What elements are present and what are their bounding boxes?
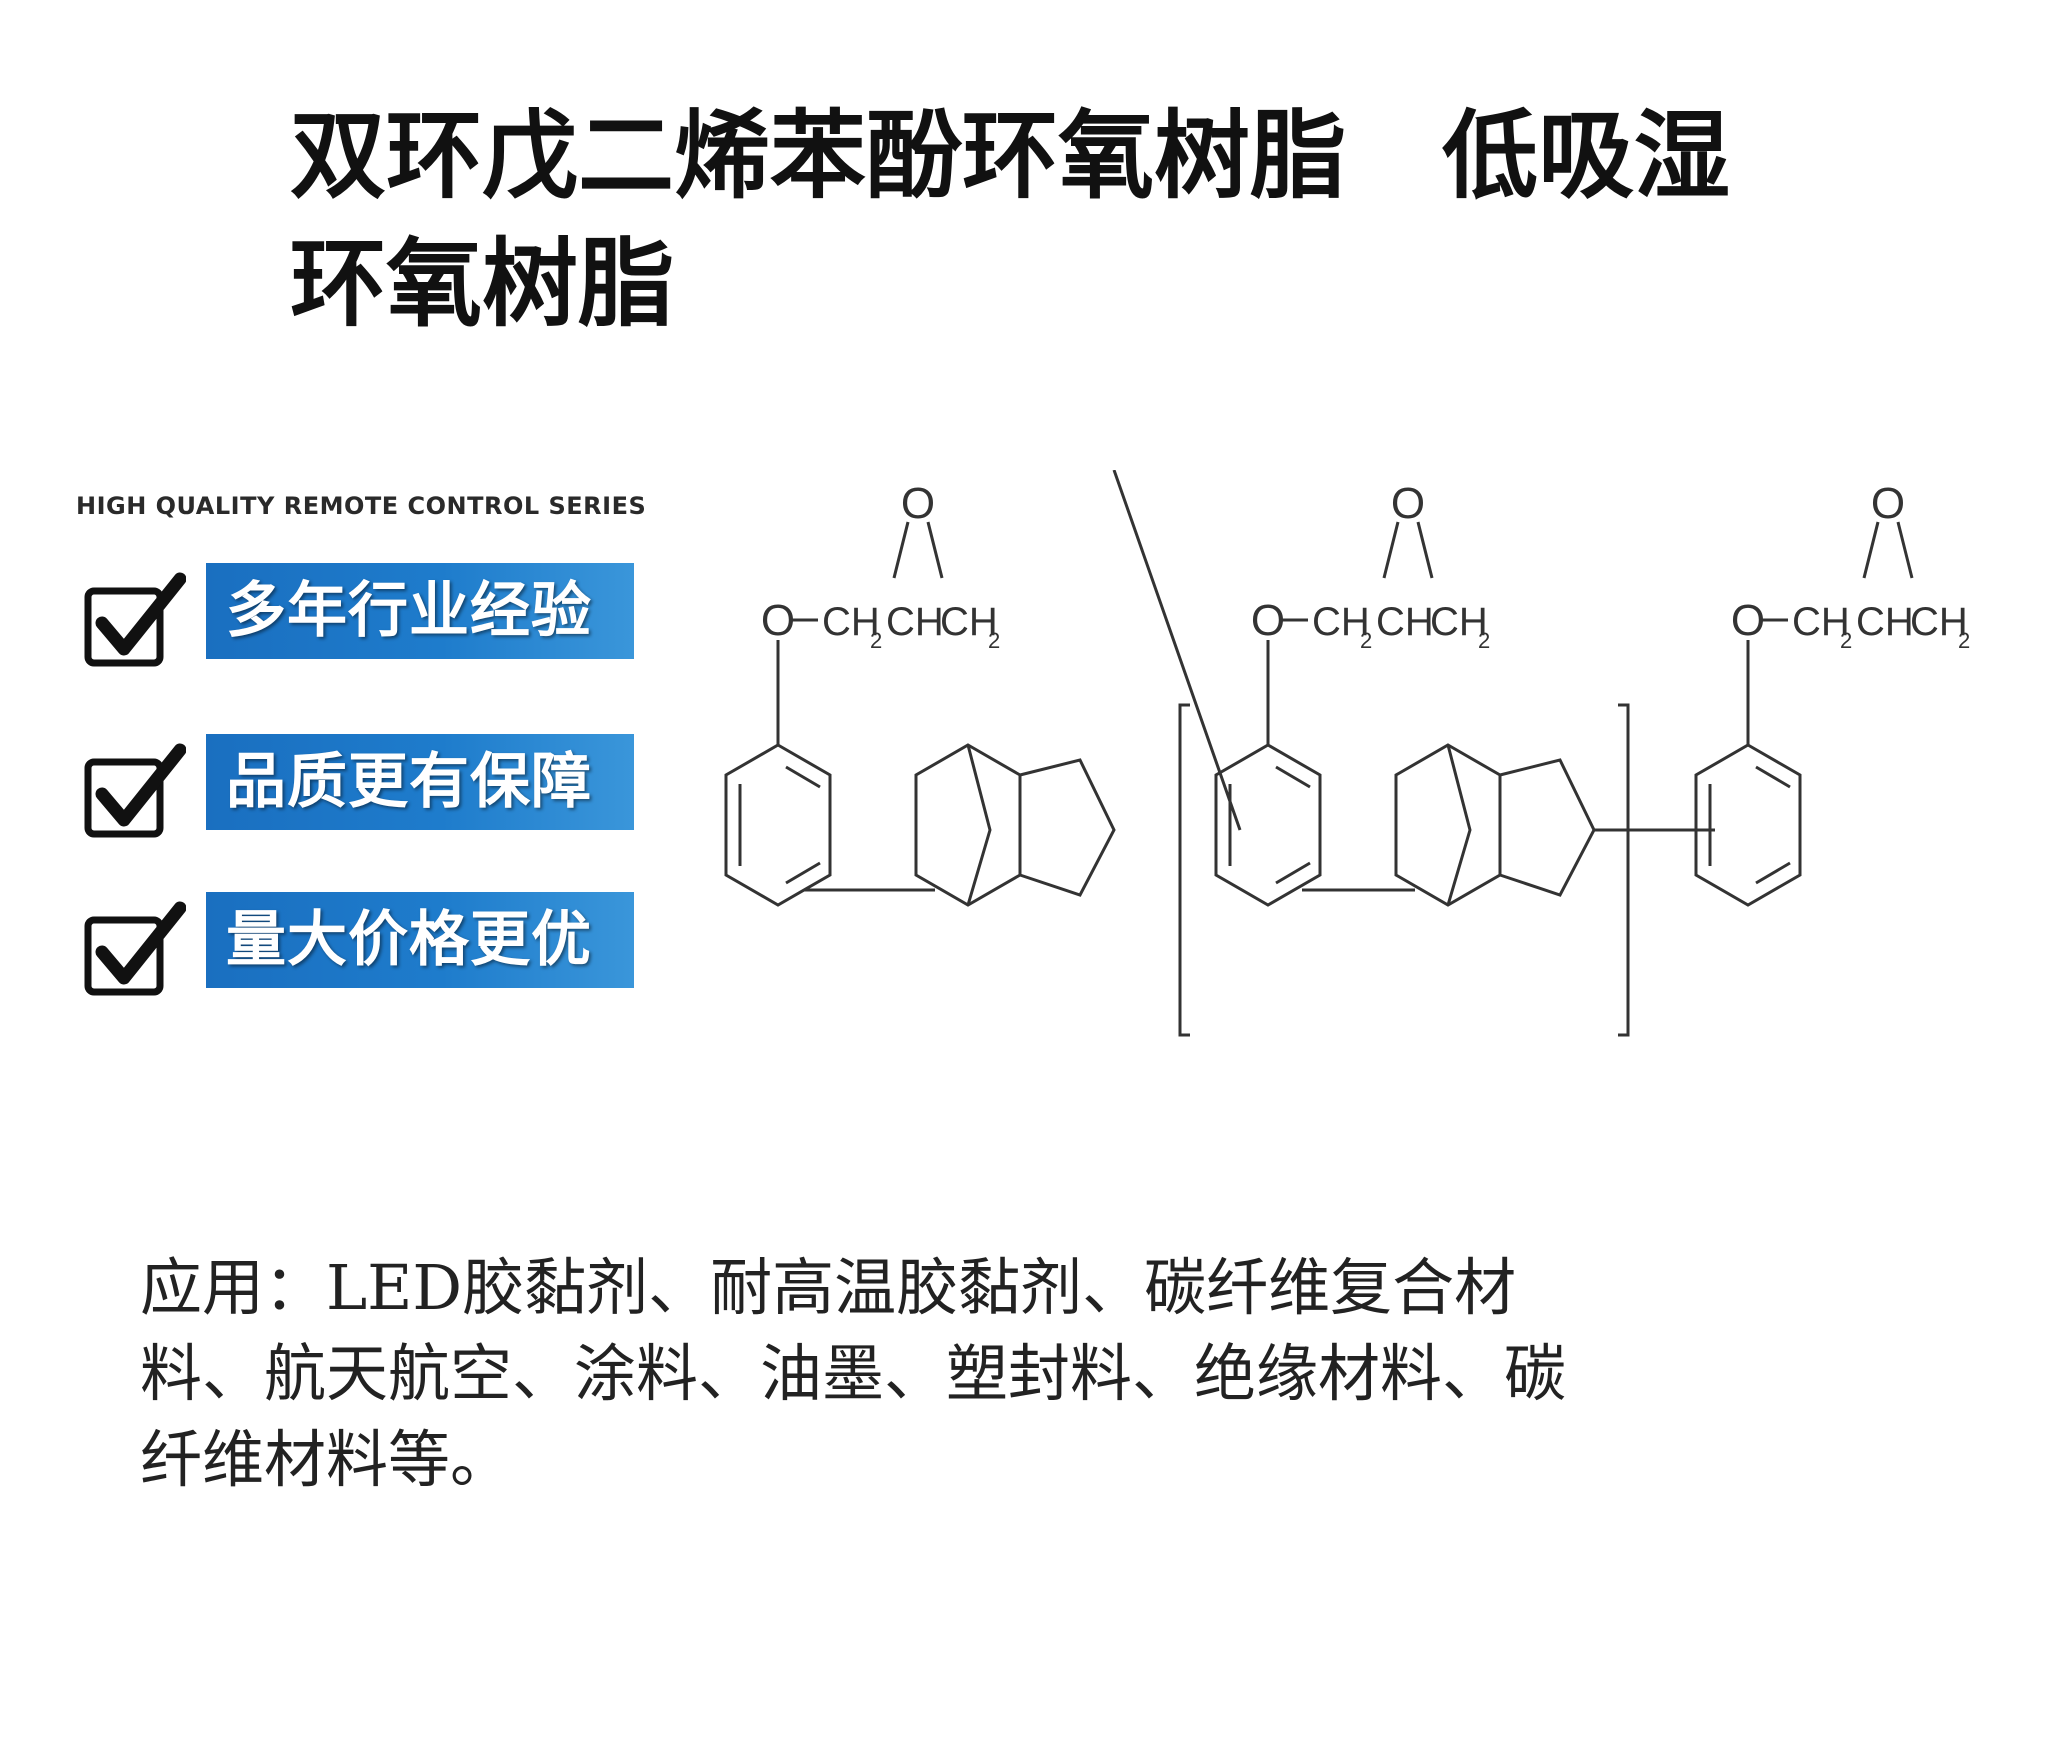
benzene-ring (1694, 743, 1802, 907)
feature-badge: 量大价格更优 (206, 892, 634, 988)
repeat-bracket (1178, 703, 1630, 1037)
ether-oxygen-label: O (761, 596, 795, 645)
chemical-structure-diagram: O O CH 2 CH CH 2 O O CH 2 CH CH 2 O O CH… (724, 470, 1970, 1037)
page-title: 双环戊二烯苯酚环氧树脂低吸湿 环氧树脂 (290, 92, 1790, 348)
ch-label: CH (886, 600, 944, 644)
subscript-label: 2 (988, 628, 1000, 653)
feature-badge: 品质更有保障 (206, 734, 634, 830)
application-text: 应用：LED胶黏剂、耐高温胶黏剂、碳纤维复合材料、航天航空、涂料、油墨、塑封料、… (140, 1251, 1567, 1496)
epoxy-ring (1382, 521, 1434, 579)
epoxy-oxygen-label: O (1871, 479, 1905, 528)
ch2-label: CH (822, 600, 880, 644)
title-line2: 环氧树脂 (290, 228, 674, 340)
feature-item: 多年行业经验 (82, 563, 642, 667)
ch2-label: CH (1430, 600, 1488, 644)
ch2-label: CH (940, 600, 998, 644)
title-sub: 低吸湿 (1442, 100, 1730, 212)
checkbox-checked-icon (84, 901, 186, 996)
ether-oxygen-label: O (1251, 596, 1285, 645)
subscript-label: 2 (1840, 628, 1852, 653)
title-main: 双环戊二烯苯酚环氧树脂 (290, 100, 1346, 212)
feature-item: 量大价格更优 (82, 892, 642, 996)
epoxy-ring (892, 521, 944, 579)
benzene-ring (724, 743, 832, 907)
linker-bond (1112, 470, 1242, 831)
subscript-label: 2 (1360, 628, 1372, 653)
epoxy-oxygen-label: O (1391, 479, 1425, 528)
ch2-label: CH (1792, 600, 1850, 644)
epoxy-ring (1862, 521, 1914, 579)
dicyclopentadiene-unit (1394, 743, 1596, 907)
ch2-label: CH (1910, 600, 1968, 644)
feature-badge: 多年行业经验 (206, 563, 634, 659)
subscript-label: 2 (1958, 628, 1970, 653)
feature-item: 品质更有保障 (82, 734, 642, 838)
ch-label: CH (1376, 600, 1434, 644)
epoxy-oxygen-label: O (901, 479, 935, 528)
ch2-label: CH (1312, 600, 1370, 644)
dicyclopentadiene-unit (914, 743, 1116, 907)
ether-oxygen-label: O (1731, 596, 1765, 645)
checkbox-checked-icon (84, 572, 186, 667)
checkbox-checked-icon (84, 743, 186, 838)
benzene-ring (1214, 743, 1322, 907)
subscript-label: 2 (1478, 628, 1490, 653)
subscript-label: 2 (870, 628, 882, 653)
ch-label: CH (1856, 600, 1914, 644)
series-label: HIGH QUALITY REMOTE CONTROL SERIES (76, 492, 647, 520)
